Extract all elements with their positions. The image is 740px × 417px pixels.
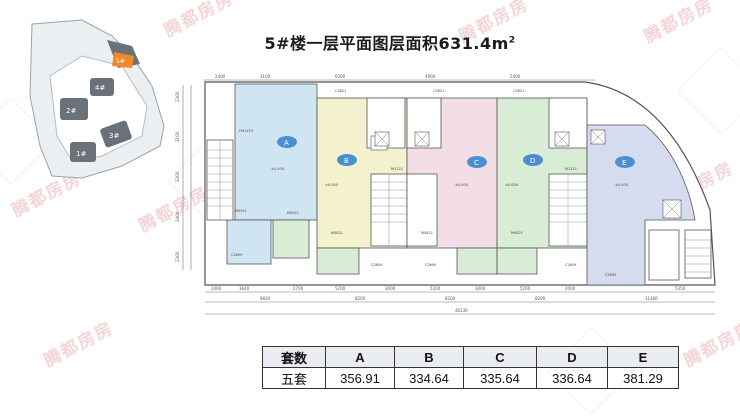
dim-left: 3400 — [175, 211, 180, 222]
dim-top: 2400 — [215, 74, 226, 79]
unit-marker-e: E — [622, 159, 626, 167]
dim-bottom: 5350 — [675, 286, 686, 291]
dim-left: 2300 — [175, 251, 180, 262]
elevation-label: ±0.000 — [325, 183, 338, 187]
dim-bottom: 5200 — [430, 286, 441, 291]
dim-bottom: 5200 — [335, 286, 346, 291]
dim-bottom: 2460 — [211, 286, 222, 291]
area-table-cell: 334.64 — [394, 367, 464, 389]
dim-bottom: 3640 — [239, 286, 250, 291]
unit-marker-c: C — [474, 159, 479, 167]
dim-left: 3300 — [175, 171, 180, 182]
area-table-header-cell: A — [325, 346, 395, 368]
dim-bottom2: 9830 — [260, 296, 271, 301]
area-table-cell: 336.64 — [536, 367, 608, 389]
dim-bottom: 5200 — [520, 286, 531, 291]
room-code: M0921 — [235, 209, 247, 213]
room-code: M1221 — [565, 167, 577, 171]
area-table-header-cell: E — [607, 346, 679, 368]
room-code: M0821 — [421, 231, 433, 235]
unit-e-area — [586, 124, 696, 286]
watermark: 腾都房房 — [680, 318, 740, 372]
page-title: 5#楼一层平面图层面积631.4m2 — [190, 30, 590, 54]
room-code: C2609 — [605, 273, 616, 277]
elevation-label: ±0.000 — [271, 167, 284, 171]
watermark: 腾都房房 — [640, 0, 718, 48]
key-label-2: 2# — [66, 107, 76, 115]
key-label-5: 5# — [116, 58, 125, 65]
top-dimensions: 2400 3100 6300 4900 5400 — [215, 74, 521, 79]
room-code: C2609 — [371, 263, 382, 267]
dim-top: 6300 — [335, 74, 346, 79]
room-code: C2621 — [513, 89, 524, 93]
room-code: M0821 — [511, 231, 523, 235]
room-code: C2609 — [565, 263, 576, 267]
unit-a-room — [226, 219, 272, 265]
unit-a-lobby — [272, 219, 310, 259]
title-text: 5#楼一层平面图层面积631.4 — [264, 34, 492, 53]
area-table-cell: 381.29 — [607, 367, 679, 389]
dim-top: 5400 — [510, 74, 521, 79]
dim-left: 2300 — [175, 91, 180, 102]
room-code: C2609 — [425, 263, 436, 267]
dim-top: 4900 — [425, 74, 436, 79]
dim-bottom: 3000 — [385, 286, 396, 291]
area-table-header-cell: B — [394, 346, 464, 368]
dim-bottom2: 11460 — [645, 296, 658, 301]
area-table-header-cell: D — [536, 346, 608, 368]
site-key-map: 5# 4# 2# 3# 1# — [29, 19, 165, 179]
room-code: M1221 — [391, 167, 403, 171]
unit-a-area — [234, 83, 318, 221]
dim-bottom2: 8200 — [535, 296, 546, 301]
dim-bottom: 2700 — [293, 286, 304, 291]
title-unit: m — [491, 34, 509, 53]
dim-bottom2: 8200 — [445, 296, 456, 301]
dim-bottom: 3000 — [475, 286, 486, 291]
room-code: M0821 — [331, 231, 343, 235]
unit-markers: A B C D E — [277, 136, 635, 168]
stair-e — [648, 229, 680, 281]
dim-bottom: 2000 — [565, 286, 576, 291]
watermark: 腾都房房 — [40, 318, 118, 372]
title-unit-sup: 2 — [508, 35, 516, 46]
room-code: C2621 — [433, 89, 444, 93]
unit-marker-b: B — [344, 157, 349, 165]
dim-bottom2: 8200 — [355, 296, 366, 301]
key-label-1: 1# — [76, 150, 86, 158]
area-table-cell: 335.64 — [463, 367, 537, 389]
building-5-highlight — [112, 52, 134, 68]
dim-total: 46130 — [455, 308, 468, 313]
area-table-header-cell: 套数 — [262, 346, 326, 368]
area-table: 套数 A B C D E 五套 356.91 334.64 335.64 336… — [262, 346, 679, 389]
unit-marker-d: D — [530, 157, 535, 165]
room-code: FM1223 — [239, 129, 253, 133]
floor-plan: 2400 3100 6300 4900 5400 2300 3100 3300 … — [175, 74, 716, 315]
elevation-label: ±0.000 — [455, 183, 468, 187]
key-label-4: 4# — [95, 84, 105, 92]
dim-top: 3100 — [260, 74, 271, 79]
area-table-cell: 五套 — [262, 367, 326, 389]
area-table-header-row: 套数 A B C D E — [262, 346, 679, 368]
elevation-label: ±0.000 — [505, 183, 518, 187]
room-code: M0921 — [287, 211, 299, 215]
room-code: C2609 — [231, 253, 242, 257]
elevation-label: ±0.000 — [615, 183, 628, 187]
area-table-cell: 356.91 — [325, 367, 395, 389]
area-table-row: 五套 356.91 334.64 335.64 336.64 381.29 — [262, 367, 679, 389]
unit-marker-a: A — [284, 139, 289, 147]
area-table-header-cell: C — [463, 346, 537, 368]
dim-left: 3100 — [175, 131, 180, 142]
room-code: C2621 — [335, 89, 346, 93]
key-label-3: 3# — [109, 132, 119, 140]
